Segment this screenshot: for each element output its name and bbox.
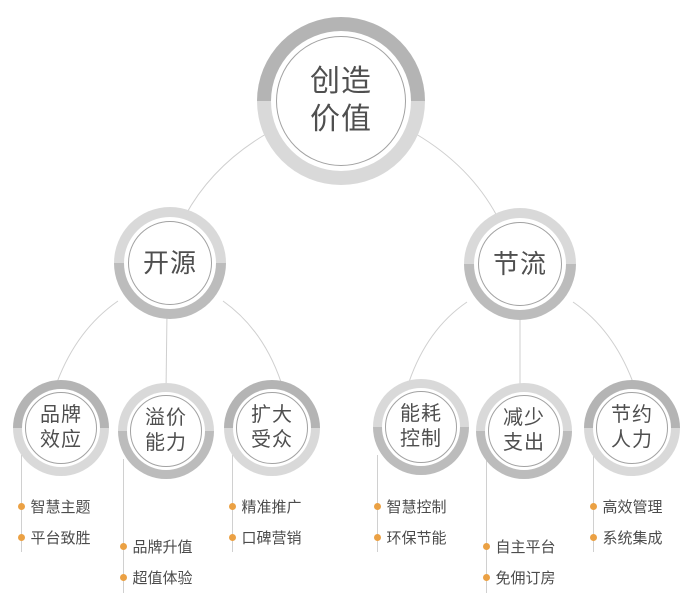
list-item: 平台致胜 [17,527,91,547]
node-cut-costs: 节流 [464,208,576,320]
list-item: 系统集成 [589,527,663,547]
list-item-label: 品牌升值 [132,538,193,556]
inner-circle: 开源 [128,221,212,305]
list-item-label: 智慧主题 [30,498,91,516]
bullet-dot-icon [373,533,381,541]
bullet-list-brand-effect: 智慧主题 平台致胜 [17,455,167,552]
list-item-label: 系统集成 [602,529,663,547]
inner-circle: 节流 [478,222,562,306]
node-label: 开源 [142,248,197,278]
list-item-label: 自主平台 [495,538,556,556]
inner-circle: 能耗 控制 [385,391,457,463]
bullet-list-reduce-spending: 自主平台 免佣订房 [482,459,632,593]
list-item: 免佣订房 [482,567,556,587]
connector-left-1 [55,300,119,386]
list-item-label: 高效管理 [602,498,663,516]
connector-vline [122,459,124,593]
node-label: 溢价 能力 [145,407,187,454]
connector-root-left [184,133,267,217]
list-item: 智慧控制 [373,496,447,516]
node-label: 创造 价值 [310,65,372,136]
bullet-dot-icon [17,533,25,541]
list-item: 环保节能 [373,527,447,547]
inner-circle: 品牌 效应 [25,392,97,464]
node-label: 节流 [492,249,547,279]
list-item: 自主平台 [482,536,556,556]
connector-right-3 [572,301,635,386]
bullet-dot-icon [589,502,597,510]
connector-right-1 [407,301,468,386]
bullet-dot-icon [119,542,127,550]
node-label: 节约 人力 [611,404,653,451]
node-label: 扩大 受众 [251,404,293,451]
list-item: 高效管理 [589,496,663,516]
connector-vline [485,459,487,593]
node-premium-ability: 溢价 能力 [118,383,214,479]
list-item-label: 免佣订房 [495,569,556,587]
list-item: 超值体验 [119,567,193,587]
bullet-list-premium-ability: 品牌升值 超值体验 [119,459,269,593]
bullet-dot-icon [228,533,236,541]
bullet-list-expand-audience: 精准推广 口碑营销 [228,455,378,552]
list-item-label: 精准推广 [241,498,302,516]
node-reduce-spending: 减少 支出 [476,383,572,479]
bullet-dot-icon [482,542,490,550]
list-item: 品牌升值 [119,536,193,556]
list-item-label: 平台致胜 [30,529,91,547]
list-item-label: 口碑营销 [241,529,302,547]
inner-circle: 溢价 能力 [130,395,202,467]
node-expand-audience: 扩大 受众 [224,380,320,476]
inner-circle: 节约 人力 [596,392,668,464]
bullet-list-save-manpower: 高效管理 系统集成 [589,455,693,552]
connector-root-right [415,133,498,217]
connector-left-3 [222,300,283,386]
node-increase-revenue: 开源 [114,207,226,319]
bullet-dot-icon [373,502,381,510]
node-create-value: 创造 价值 [257,17,425,185]
node-label: 能耗 控制 [400,403,442,450]
list-item-label: 超值体验 [132,569,193,587]
list-item-label: 环保节能 [386,529,447,547]
node-save-manpower: 节约 人力 [584,380,680,476]
list-item: 智慧主题 [17,496,91,516]
bullet-list-energy-control: 智慧控制 环保节能 [373,455,523,552]
node-label: 品牌 效应 [40,404,82,451]
inner-circle: 创造 价值 [276,36,406,166]
list-item-label: 智慧控制 [386,498,447,516]
bullet-dot-icon [228,502,236,510]
list-item: 精准推广 [228,496,302,516]
bullet-dot-icon [589,533,597,541]
inner-circle: 减少 支出 [488,395,560,467]
bullet-dot-icon [482,573,490,581]
bullet-dot-icon [17,502,25,510]
node-brand-effect: 品牌 效应 [13,380,109,476]
list-item: 口碑营销 [228,527,302,547]
node-label: 减少 支出 [503,407,545,454]
connector-left-2 [165,311,168,393]
inner-circle: 扩大 受众 [236,392,308,464]
node-energy-control: 能耗 控制 [373,379,469,475]
bullet-dot-icon [119,573,127,581]
